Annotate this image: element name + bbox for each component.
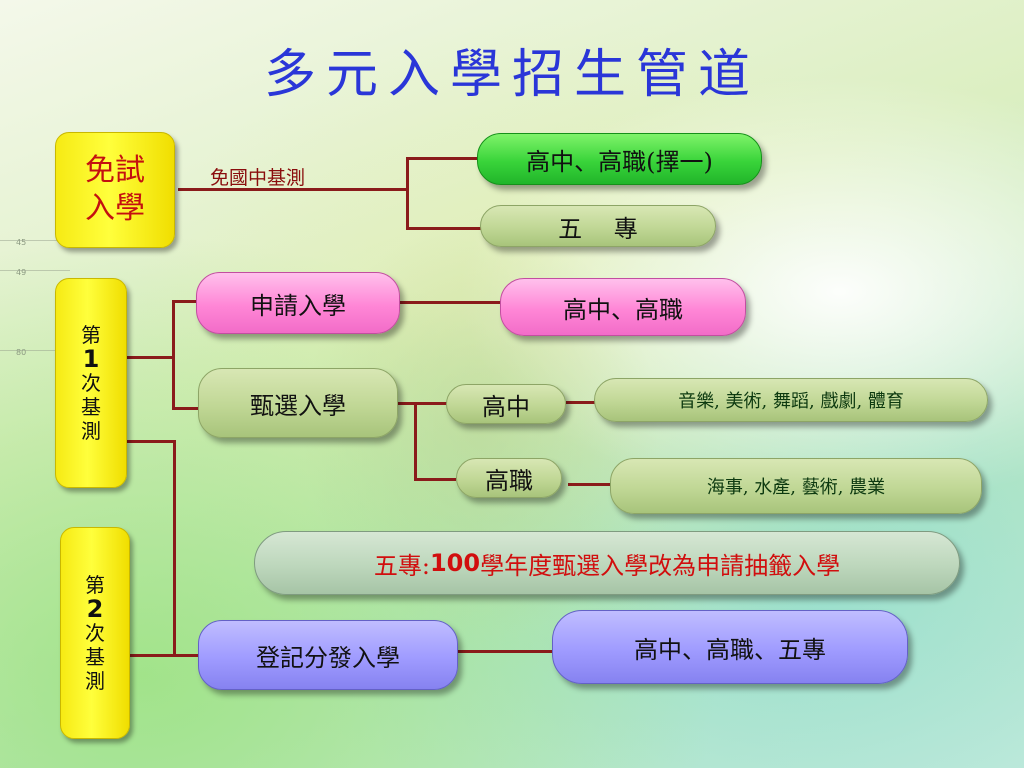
registration-allocation-node: 登記分發入學	[198, 620, 458, 690]
second-exam-label: 基	[85, 645, 105, 669]
connector-line	[126, 356, 174, 359]
exam-free-box: 免試 入學	[55, 132, 175, 248]
first-exam-number: 1	[82, 345, 100, 373]
first-exam-label: 第	[81, 323, 101, 347]
connector-line	[406, 157, 409, 229]
connector-line	[126, 440, 176, 443]
first-exam-label: 基	[81, 395, 101, 419]
junior-college-node: 五 專	[480, 205, 716, 247]
second-exam-number: 2	[86, 595, 104, 623]
ruler-mark: 45	[16, 238, 27, 247]
connector-line	[398, 402, 450, 405]
note-year: 100	[429, 549, 481, 577]
note-prefix: 五專:	[373, 551, 430, 580]
page-title: 多元入學招生管道	[263, 45, 760, 105]
first-exam-label: 次	[81, 371, 101, 395]
selection-vocational-node: 高職	[456, 458, 562, 498]
connector-line	[414, 402, 417, 480]
connector-line	[172, 407, 200, 410]
connector-line	[173, 440, 176, 656]
high-school-subjects-node: 音樂, 美術, 舞蹈, 戲劇, 體育	[594, 378, 988, 422]
connector-line	[414, 478, 456, 481]
apply-admission-node: 申請入學	[196, 272, 400, 334]
connector-line	[400, 301, 502, 304]
first-exam-box: 第 1 次 基 測	[55, 278, 127, 488]
exam-free-condition-label: 免國中基測	[210, 167, 306, 189]
apply-target-node: 高中、高職	[500, 278, 746, 336]
ruler-mark: 80	[16, 348, 27, 357]
note-text: 學年度甄選入學改為申請抽籤入學	[480, 551, 841, 580]
registration-target-node: 高中、高職、五專	[552, 610, 908, 684]
connector-line	[178, 188, 408, 191]
second-exam-label: 測	[85, 669, 105, 693]
ruler-mark: 49	[16, 268, 27, 277]
connector-line	[172, 300, 175, 410]
senior-vocational-choose-one-node: 高中、高職(擇一)	[477, 133, 762, 185]
vocational-subjects-node: 海事, 水產, 藝術, 農業	[610, 458, 982, 514]
connector-line	[130, 654, 200, 657]
ruler-line	[0, 240, 70, 241]
selection-admission-node: 甄選入學	[198, 368, 398, 438]
background-ruler: 45 49 80	[0, 230, 40, 370]
connector-line	[406, 227, 486, 230]
ruler-line	[0, 270, 70, 271]
second-exam-label: 第	[85, 573, 105, 597]
connector-line	[172, 300, 198, 303]
exam-free-label: 入學	[85, 191, 145, 226]
selection-high-school-node: 高中	[446, 384, 566, 424]
exam-free-label: 免試	[85, 153, 145, 188]
connector-line	[406, 157, 486, 160]
connector-line	[568, 483, 612, 486]
second-exam-label: 次	[85, 621, 105, 645]
connector-line	[566, 401, 598, 404]
connector-line	[458, 650, 554, 653]
ruler-line	[0, 350, 70, 351]
second-exam-box: 第 2 次 基 測	[60, 527, 130, 739]
first-exam-label: 測	[81, 419, 101, 443]
